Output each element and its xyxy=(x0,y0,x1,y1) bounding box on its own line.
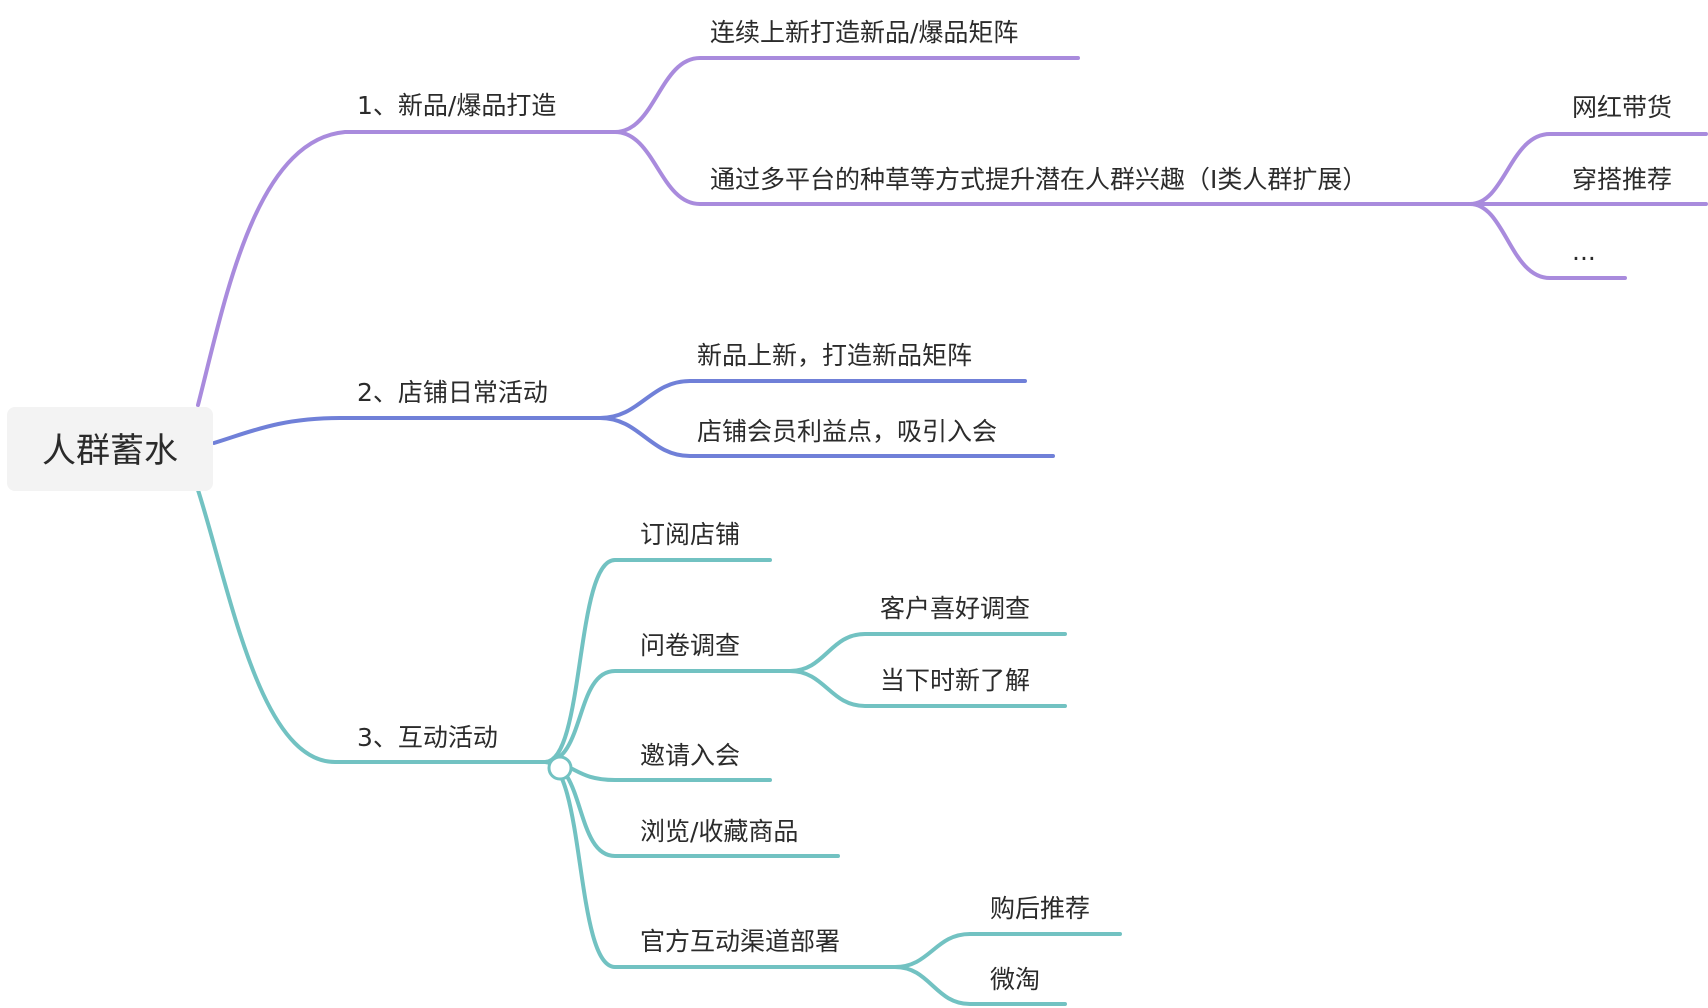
branch-3-child-2-label[interactable]: 问卷调查 xyxy=(640,631,740,660)
connector-root-branch-2 xyxy=(212,416,602,445)
branch-3-child-4-label[interactable]: 浏览/收藏商品 xyxy=(640,817,798,846)
branch-2[interactable]: 2、店铺日常活动 xyxy=(357,378,548,407)
connector-branch-3-child-1 xyxy=(543,558,772,764)
branch-3-child-2-gc-1-label[interactable]: 客户喜好调查 xyxy=(880,594,1030,623)
branch-3-label: 3、互动活动 xyxy=(357,723,498,752)
branch-3-child-1-label[interactable]: 订阅店铺 xyxy=(640,520,740,549)
connector-branch-3-child-5-gc-2 xyxy=(893,965,1067,1006)
connector-branch-2-child-1 xyxy=(598,379,1027,420)
connector-branch-2-child-2 xyxy=(598,416,1055,458)
branch-3-child-5-gc-2-label[interactable]: 微淘 xyxy=(990,965,1040,994)
connector-branch-1-child-1 xyxy=(613,56,1080,134)
branch-1-child-2-gc-2-label[interactable]: 穿搭推荐 xyxy=(1572,165,1672,194)
connector-branch-1-child-2-gc-3 xyxy=(1468,202,1627,280)
collapse-handle[interactable] xyxy=(547,755,573,781)
branch-3-child-2-gc-2-label[interactable]: 当下时新了解 xyxy=(880,666,1030,695)
connector-branch-3-child-2-gc-1 xyxy=(788,632,1067,673)
branch-3-child-3-label[interactable]: 邀请入会 xyxy=(640,741,740,770)
connector-branch-1-child-2-gc-1 xyxy=(1468,132,1708,206)
root-node-label: 人群蓄水 xyxy=(42,431,178,471)
connector-branch-1-child-2 xyxy=(613,130,1472,206)
branch-1-children: 连续上新打造新品/爆品矩阵 通过多平台的种草等方式提升潜在人群兴趣（I类人群扩展… xyxy=(710,18,1672,266)
branch-3-child-5-label[interactable]: 官方互动渠道部署 xyxy=(640,927,840,956)
branch-1-child-2-gc-3-label[interactable]: ... xyxy=(1572,237,1596,266)
connector-root-branch-3 xyxy=(196,488,547,764)
connector-branch-3-child-5-gc-1 xyxy=(893,932,1122,969)
root-node[interactable]: 人群蓄水 xyxy=(7,407,213,491)
branch-3-children: 订阅店铺 问卷调查 客户喜好调查 当下时新了解 邀请入会 浏览/收藏商品 官方互… xyxy=(640,520,1090,994)
root-node-box xyxy=(7,407,213,491)
branch-1-child-2-gc-1-label[interactable]: 网红带货 xyxy=(1572,93,1672,122)
connector-root-branch-1 xyxy=(196,130,617,407)
connector-branch-3-child-2-gc-2 xyxy=(788,669,1067,708)
branch-2-child-2-label[interactable]: 店铺会员利益点，吸引入会 xyxy=(697,417,997,446)
branch-2-child-1-label[interactable]: 新品上新，打造新品矩阵 xyxy=(697,341,972,370)
branch-2-label: 2、店铺日常活动 xyxy=(357,378,548,407)
branch-1-label: 1、新品/爆品打造 xyxy=(357,91,556,120)
branch-1-child-1-label[interactable]: 连续上新打造新品/爆品矩阵 xyxy=(710,18,1018,47)
connectors xyxy=(196,56,1708,1006)
branch-2-children: 新品上新，打造新品矩阵 店铺会员利益点，吸引入会 xyxy=(697,341,997,446)
branch-1-child-2-label[interactable]: 通过多平台的种草等方式提升潜在人群兴趣（I类人群扩展） xyxy=(710,165,1367,194)
branch-1[interactable]: 1、新品/爆品打造 xyxy=(357,91,556,120)
branch-3-child-5-gc-1-label[interactable]: 购后推荐 xyxy=(990,894,1090,923)
branch-3[interactable]: 3、互动活动 xyxy=(357,723,498,752)
